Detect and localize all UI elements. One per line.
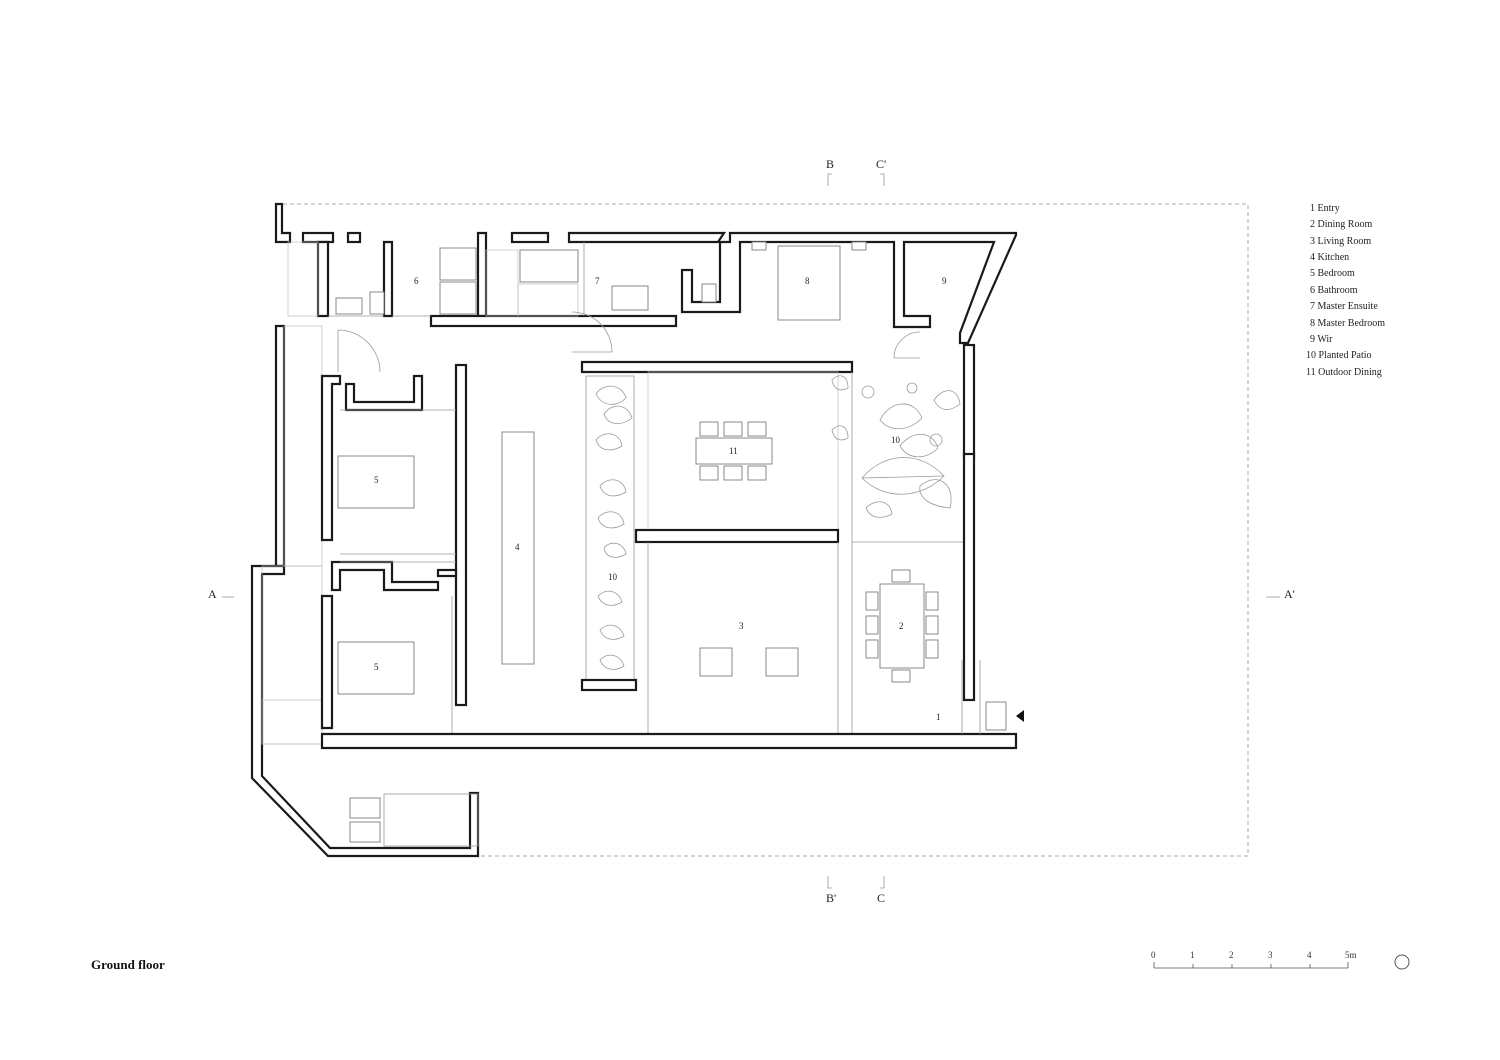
legend-item: 6 Bathroom <box>1310 285 1358 296</box>
room-number-living: 3 <box>739 621 744 631</box>
section-label-a: A <box>208 587 217 601</box>
section-label-c-prime: C' <box>876 157 886 171</box>
section-label-b-prime: B' <box>826 891 836 905</box>
east-wing <box>320 343 1024 750</box>
legend-item: 5 Bedroom <box>1310 268 1355 279</box>
room-number-master-bedroom: 8 <box>805 276 810 286</box>
room-number-patio-a: 10 <box>608 572 618 582</box>
central-core <box>571 311 964 734</box>
north-arrow-icon <box>1394 954 1410 970</box>
legend-item: 8 Master Bedroom <box>1310 318 1385 329</box>
planting-patio-west <box>595 375 849 670</box>
room-number-dining: 2 <box>899 621 904 631</box>
legend-item: 7 Master Ensuite <box>1310 301 1378 312</box>
room-number-ensuite: 7 <box>595 276 600 286</box>
legend-item: 9 Wir <box>1310 334 1333 345</box>
room-number-bathroom: 6 <box>414 276 419 286</box>
legend-item: 11 Outdoor Dining <box>1306 367 1382 378</box>
planting-patio-east <box>861 382 961 518</box>
room-number-kitchen: 4 <box>515 542 520 552</box>
stair-hatch-c <box>517 283 579 317</box>
legend-item: 3 Living Room <box>1310 236 1371 247</box>
room-number-bedroom-a: 5 <box>374 475 379 485</box>
room-number-outdoor-dining: 11 <box>729 446 738 456</box>
section-label-c: C <box>877 891 885 905</box>
scale-tick: 5m <box>1345 950 1357 960</box>
room-number-bedroom-b: 5 <box>374 662 379 672</box>
legend: 1 Entry 2 Dining Room 3 Living Room 4 Ki… <box>1306 203 1385 378</box>
room-number-entry: 1 <box>936 712 941 722</box>
section-markers: A A' B C' B' C <box>208 157 1295 905</box>
stair-hatch-b <box>485 249 519 317</box>
west-wing <box>250 324 480 858</box>
scale-tick: 3 <box>1268 950 1273 960</box>
legend-item: 2 Dining Room <box>1310 219 1372 230</box>
stair-hatch-a <box>287 241 319 317</box>
scale-tick: 0 <box>1151 950 1156 960</box>
entry-arrow-icon <box>1016 710 1024 722</box>
legend-item: 1 Entry <box>1310 203 1340 214</box>
section-label-a-prime: A' <box>1284 587 1295 601</box>
scale-tick: 1 <box>1190 950 1195 960</box>
section-label-b: B <box>826 157 834 171</box>
scale-bar: 0 1 2 3 4 5m <box>1151 950 1357 969</box>
scale-tick: 4 <box>1307 950 1312 960</box>
legend-item: 4 Kitchen <box>1310 252 1349 263</box>
room-number-wir: 9 <box>942 276 947 286</box>
drawing-title: Ground floor <box>91 957 165 972</box>
legend-item: 10 Planted Patio <box>1306 350 1372 361</box>
site-boundary <box>276 203 1249 857</box>
north-wing <box>274 202 1018 345</box>
kitchen-island <box>501 431 535 665</box>
scale-tick: 2 <box>1229 950 1234 960</box>
room-number-patio-b: 10 <box>891 435 901 445</box>
